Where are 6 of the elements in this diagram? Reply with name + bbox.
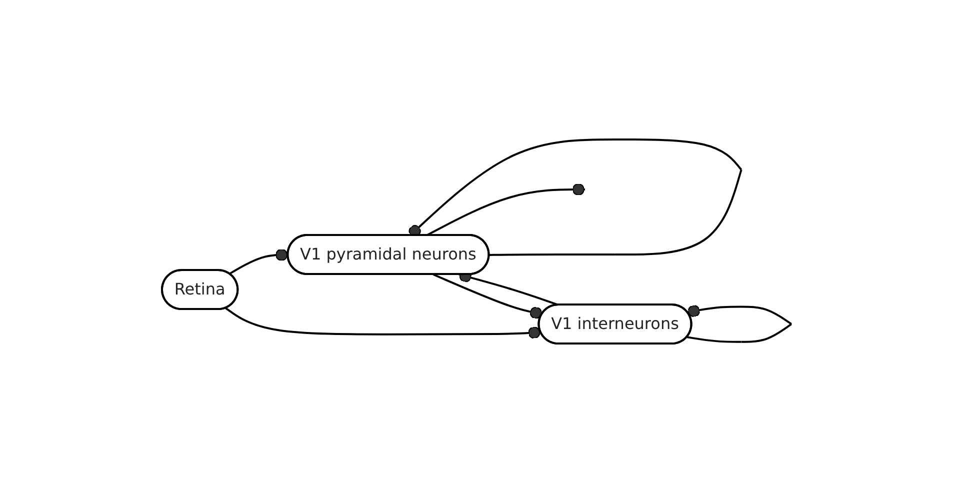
connector bbox=[225, 307, 542, 339]
connector bbox=[687, 305, 792, 343]
connector bbox=[229, 248, 288, 275]
connector bbox=[409, 138, 742, 256]
connector bbox=[433, 274, 543, 319]
connector bbox=[426, 183, 586, 236]
